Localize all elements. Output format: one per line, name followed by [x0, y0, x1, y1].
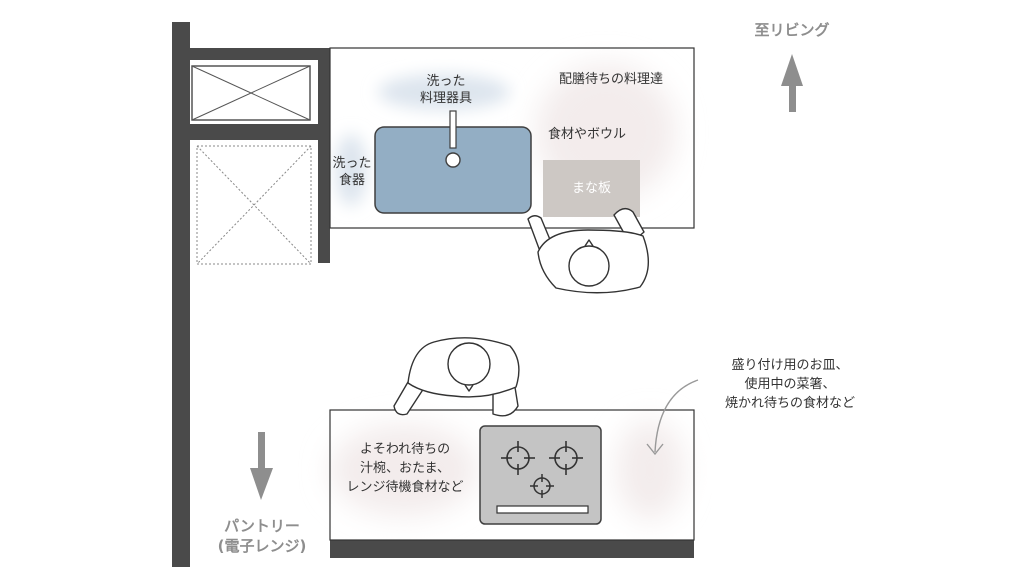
washed-tools-label: 洗った 料理器具 — [402, 73, 490, 107]
stove-right-note-line3: 焼かれ待ちの食材など — [724, 396, 855, 411]
burner-right — [549, 441, 583, 475]
washed-dishes-line1: 洗った — [332, 156, 372, 171]
gas-stove — [479, 425, 602, 525]
drain — [445, 152, 461, 168]
faucet — [449, 110, 457, 149]
shelf-divider-wall — [190, 124, 330, 140]
arrow-down-icon — [250, 432, 273, 500]
cutting-board-label: まな板 — [571, 181, 611, 196]
zone-stove-right — [616, 420, 684, 520]
upper-storage — [191, 65, 311, 121]
burner-small — [530, 474, 554, 498]
sink-counter — [329, 47, 695, 229]
washed-tools-line2: 料理器具 — [419, 91, 472, 106]
stove-left-note-line2: 汁椀、おたま、 — [359, 461, 451, 476]
ingredients-bowl-label: 食材やボウル — [548, 127, 627, 142]
stove-left-note-line1: よそわれ待ちの — [359, 442, 451, 457]
washed-tools-line1: 洗った — [426, 74, 466, 89]
walls — [172, 22, 694, 567]
head — [447, 342, 491, 386]
burner-left — [501, 441, 535, 475]
zone-washed-dishes — [335, 134, 367, 206]
zone-stove-left — [330, 424, 478, 516]
stove-left-note: よそわれ待ちの 汁椀、おたま、 レンジ待機食材など — [334, 440, 476, 497]
lower-storage — [196, 145, 312, 265]
stove-right-note-line2: 使用中の菜箸、 — [744, 377, 836, 392]
grill-drawer — [496, 505, 589, 514]
stove-right-note: 盛り付け用のお皿、 使用中の菜箸、 焼かれ待ちの食材など — [700, 356, 880, 413]
upper-wall — [172, 48, 330, 60]
washed-dishes-line2: 食器 — [338, 173, 365, 188]
stove-right-note-line1: 盛り付け用のお皿、 — [731, 358, 849, 373]
stove-left-note-line3: レンジ待機食材など — [346, 480, 464, 495]
zone-washed-tools — [378, 74, 510, 110]
living-direction-label: 至リビング — [754, 21, 830, 39]
cutting-board — [543, 160, 640, 217]
person-at-stove — [393, 337, 520, 417]
head — [568, 245, 610, 287]
pantry-label-line2: (電子レンジ) — [217, 537, 307, 555]
person-at-sink — [527, 207, 649, 294]
back-wall-bottom — [330, 540, 694, 558]
arrow-up-icon — [781, 54, 803, 112]
waiting-dishes-label: 配膳待ちの料理達 — [559, 72, 664, 87]
partition-wall — [318, 48, 330, 263]
washed-dishes-label: 洗った 食器 — [324, 155, 380, 189]
pantry-label-line1: パントリー — [224, 517, 300, 535]
sink — [374, 110, 532, 214]
left-wall — [172, 22, 190, 567]
pantry-label: パントリー (電子レンジ) — [196, 516, 328, 556]
curved-pointer-arrow-icon — [646, 379, 699, 456]
